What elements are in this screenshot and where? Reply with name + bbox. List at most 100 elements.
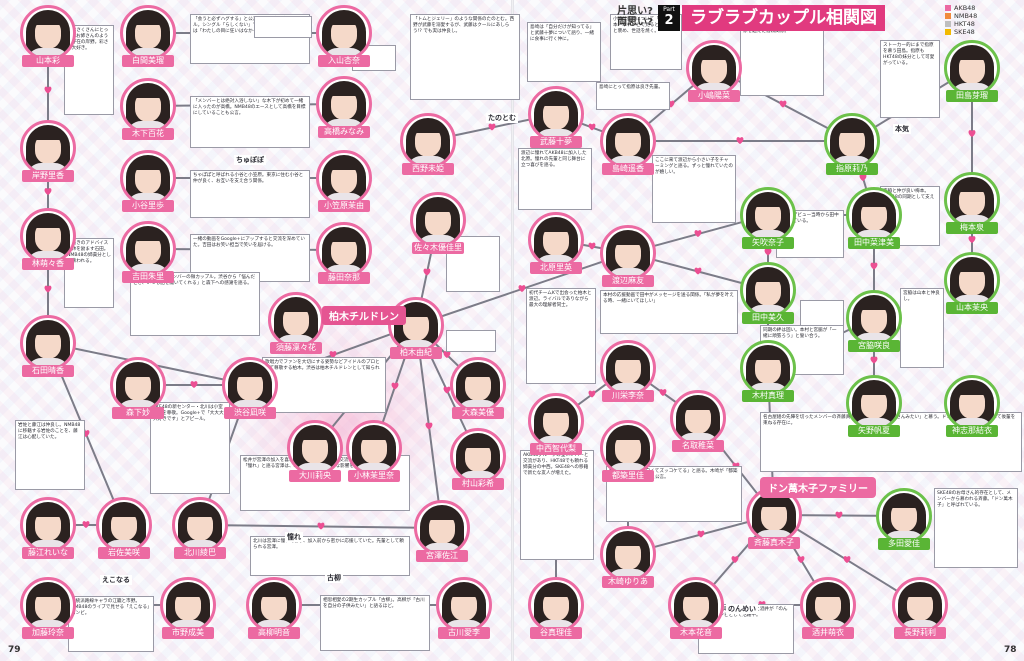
- member-name: 指原莉乃: [826, 163, 878, 175]
- header-small-title: 片思い? 両思い?: [617, 6, 653, 28]
- group-label: 柏木チルドレン: [322, 306, 406, 325]
- member-name: 森下妙: [112, 407, 164, 419]
- heart-icon: [731, 556, 739, 563]
- member-name: 矢野帆夏: [848, 425, 900, 437]
- legend-swatch: [945, 21, 951, 27]
- heart-icon: [697, 530, 705, 538]
- legend-swatch: [945, 29, 951, 35]
- member-name: 酒井萌衣: [802, 627, 854, 639]
- heart-icon: [44, 285, 52, 293]
- heart-icon: [870, 356, 878, 364]
- header-part-number: 2: [664, 13, 674, 28]
- heart-icon: [694, 230, 702, 237]
- member-photo: [287, 420, 343, 476]
- member-name: 岩佐美咲: [98, 547, 150, 559]
- member-photo: [222, 357, 278, 413]
- member-photo: [846, 375, 902, 431]
- member-name: 小笠原茉由: [318, 200, 370, 212]
- comment-box: 岩佐と藤江は仲良し。NMB48に移籍する岩佐のことを、藤江は心配していた。: [15, 420, 85, 490]
- legend-item: NMB48: [945, 12, 1021, 20]
- member-photo: [686, 40, 742, 96]
- legend-label: AKB48: [954, 4, 976, 12]
- comment-box: 山本さくさんにとってはお姉さんのような存在の岸野。彩さん大好き。: [64, 25, 114, 115]
- member-name: 佐々木優佳里: [412, 242, 464, 254]
- legend-label: SKE48: [954, 28, 975, 36]
- member-photo: [20, 120, 76, 176]
- relationship-label: のんめい: [726, 604, 758, 614]
- member-name: 田中美久: [742, 312, 794, 324]
- comment-box: 「メンバーとは絶対入浴しない」な木下が初めて一緒に入ったのが高橋。NMB48のエ…: [190, 96, 310, 148]
- comment-box: [254, 16, 312, 38]
- member-photo: [528, 86, 584, 142]
- heart-icon: [835, 511, 843, 519]
- member-name: 大森美優: [452, 407, 504, 419]
- member-photo: [20, 208, 76, 264]
- member-name: 須藤凜々花: [270, 342, 322, 354]
- member-photo: [944, 252, 1000, 308]
- member-photo: [414, 500, 470, 556]
- member-name: 木本花音: [670, 627, 722, 639]
- comment-box: 初代チームKで出会った柏木と渡辺。ライバルでありながら最大の理解者同士。: [526, 288, 596, 384]
- member-photo: [268, 292, 324, 348]
- heart-icon: [518, 285, 526, 292]
- relationship-label: たのとむ: [486, 113, 518, 123]
- member-name: 北川綾巴: [174, 547, 226, 559]
- member-name: 高柳明音: [248, 627, 300, 639]
- member-name: 岸野里香: [22, 170, 74, 182]
- comment-box: 相思相愛の2期生カップル「古柳」。高柳が「古川を自分の子供みたい」と語るほど。: [320, 595, 430, 651]
- member-name: 多田愛佳: [878, 538, 930, 550]
- heart-icon: [968, 236, 976, 243]
- member-photo: [110, 357, 166, 413]
- member-name: 村山彩希: [452, 478, 504, 490]
- member-name: 高橋みなみ: [318, 126, 370, 138]
- member-name: 林萌々香: [22, 258, 74, 270]
- comment-box: 渡辺に憧れてAKB48に加入した北原。憧れの先輩と同じ舞台に立つ喜びを語る。: [518, 148, 592, 210]
- heart-icon: [391, 382, 399, 390]
- member-name: 石田晴香: [22, 365, 74, 377]
- member-name: 渋谷凪咲: [224, 407, 276, 419]
- comment-box: 北川は宮澤に憧れており、加入前から密かに応援していた。先輩として頼られる宮澤。: [250, 536, 410, 576]
- comment-box: 宮脇は山本と仲良し。: [900, 288, 944, 368]
- heart-icon: [659, 389, 667, 396]
- comment-box: 小嶋は島崎について「キャラ一本一本テレビで見ると面白い」と褒め、世話を焼く。: [610, 14, 682, 70]
- heart-icon: [423, 268, 431, 276]
- member-photo: [668, 577, 724, 633]
- group-label: ドン萬木子ファミリー: [760, 477, 876, 498]
- member-name: 島崎遥香: [602, 163, 654, 175]
- member-name: 田島芽瑠: [946, 90, 998, 102]
- member-name: 藤江れいな: [22, 547, 74, 559]
- member-name: 長野莉利: [894, 627, 946, 639]
- member-photo: [120, 5, 176, 61]
- member-name: 神志那結衣: [946, 425, 998, 437]
- legend-item: HKT48: [945, 20, 1021, 28]
- member-photo: [246, 577, 302, 633]
- comment-box: ここに来て渡辺から小さい子をチャーミングと語る。ずっと憧れていたのが嬉しい。: [652, 155, 736, 223]
- member-name: 西野未姫: [402, 163, 454, 175]
- header-part-label: Part: [663, 6, 675, 13]
- member-name: 小谷里歩: [122, 200, 174, 212]
- member-photo: [528, 577, 584, 633]
- heart-icon: [843, 556, 851, 563]
- page-number-left: 79: [8, 645, 21, 655]
- member-photo: [846, 290, 902, 346]
- member-name: 古川愛李: [438, 627, 490, 639]
- comment-box: 島崎にとって指原は良き先輩。: [596, 82, 670, 110]
- member-photo: [600, 340, 656, 396]
- member-photo: [944, 40, 1000, 96]
- heart-icon: [764, 248, 772, 256]
- member-name: 木村真理: [742, 390, 794, 402]
- relationship-label: 古柳: [325, 573, 343, 583]
- comment-box: [446, 330, 496, 352]
- heart-icon: [488, 123, 496, 131]
- member-photo: [450, 357, 506, 413]
- member-name: 市野成美: [162, 627, 214, 639]
- page-number-right: 78: [1004, 645, 1017, 655]
- relationship-label: 本気: [893, 124, 911, 134]
- member-photo: [892, 577, 948, 633]
- member-name: 木下百花: [122, 128, 174, 140]
- member-photo: [316, 76, 372, 132]
- relationship-label: えこなる: [100, 575, 132, 585]
- comment-box: AKB48グループの全メンバーと交流があり、HKT48でも頼れる姉貴分の中西。S…: [520, 450, 594, 560]
